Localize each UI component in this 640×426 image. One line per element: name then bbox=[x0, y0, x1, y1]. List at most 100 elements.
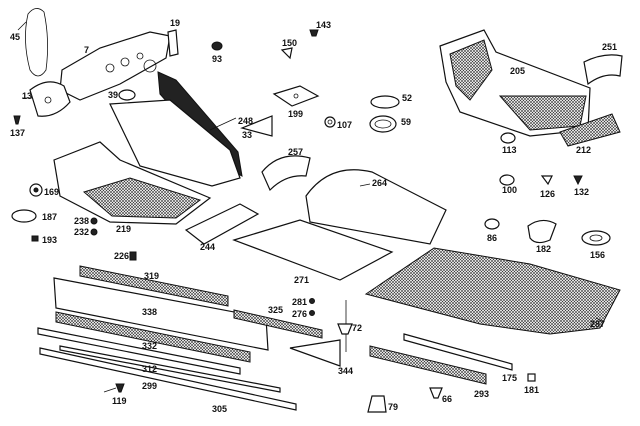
callout-312: 312 bbox=[142, 364, 157, 374]
part-244-panel bbox=[184, 203, 260, 245]
callout-52: 52 bbox=[402, 93, 412, 103]
callout-226: 226 bbox=[114, 251, 129, 261]
part-181-clip bbox=[527, 373, 536, 382]
part-132-clip bbox=[573, 175, 583, 186]
part-281-plug bbox=[309, 298, 315, 304]
callout-193: 193 bbox=[42, 235, 57, 245]
part-39-clip bbox=[118, 89, 136, 101]
part-332-sill-strip bbox=[55, 311, 251, 363]
part-150-clip bbox=[280, 47, 293, 60]
part-156-grommet bbox=[581, 230, 611, 246]
part-107-washer bbox=[324, 116, 336, 128]
part-66-clip bbox=[429, 387, 443, 399]
callout-325: 325 bbox=[268, 305, 283, 315]
part-276-plug bbox=[309, 310, 315, 316]
callout-264: 264 bbox=[372, 178, 387, 188]
callout-299: 299 bbox=[142, 381, 157, 391]
callout-19: 19 bbox=[170, 18, 180, 28]
callout-287: 287 bbox=[590, 319, 605, 329]
callout-100: 100 bbox=[502, 185, 517, 195]
part-93-grommet bbox=[211, 41, 223, 51]
callout-219: 219 bbox=[116, 224, 131, 234]
callout-257: 257 bbox=[288, 147, 303, 157]
part-199-cover-plate bbox=[272, 85, 320, 107]
part-126-screw bbox=[540, 175, 553, 186]
part-59-oval-ring bbox=[369, 115, 397, 133]
callout-205: 205 bbox=[510, 66, 525, 76]
callout-59: 59 bbox=[401, 117, 411, 127]
callout-113: 113 bbox=[502, 145, 517, 155]
callout-86: 86 bbox=[487, 233, 497, 243]
part-187-oval-pad bbox=[11, 209, 37, 223]
callout-271: 271 bbox=[294, 275, 309, 285]
callout-13: 13 bbox=[22, 91, 32, 101]
part-312-sill-rail bbox=[37, 327, 241, 375]
callout-281: 281 bbox=[292, 297, 307, 307]
part-137-fastener bbox=[13, 115, 21, 125]
callout-72: 72 bbox=[352, 323, 362, 333]
part-325-trim-strip bbox=[233, 309, 323, 339]
part-169-grommet bbox=[29, 183, 43, 197]
part-182-ring bbox=[527, 219, 557, 244]
part-175-trim-strip bbox=[403, 333, 513, 371]
part-299-rail bbox=[59, 345, 281, 393]
part-226-bracket bbox=[129, 251, 137, 261]
callout-248: 248 bbox=[238, 116, 253, 126]
part-19-bracket bbox=[167, 29, 179, 57]
callout-143: 143 bbox=[316, 20, 331, 30]
callout-238: 238 bbox=[74, 216, 89, 226]
part-287-rear-carpet bbox=[364, 247, 621, 335]
part-257-cover bbox=[261, 155, 311, 192]
callout-199: 199 bbox=[288, 109, 303, 119]
callout-244: 244 bbox=[200, 242, 215, 252]
part-344-panel bbox=[289, 339, 341, 367]
part-143-screw bbox=[309, 29, 319, 37]
part-100-grommet bbox=[499, 174, 515, 186]
callout-182: 182 bbox=[536, 244, 551, 254]
callout-175: 175 bbox=[502, 373, 517, 383]
callout-45: 45 bbox=[10, 32, 20, 42]
callout-39: 39 bbox=[108, 90, 118, 100]
callout-7: 7 bbox=[84, 45, 89, 55]
callout-251: 251 bbox=[602, 42, 617, 52]
callout-212: 212 bbox=[576, 145, 591, 155]
callout-169: 169 bbox=[44, 187, 59, 197]
part-86-grommet bbox=[484, 218, 500, 230]
leader-lines bbox=[17, 21, 605, 393]
part-205-floor-mat bbox=[439, 29, 591, 137]
callout-labels: 45 7 19 143 150 93 13 39 137 248 199 52 … bbox=[10, 18, 617, 414]
part-72-fastener bbox=[337, 300, 353, 352]
callout-338: 338 bbox=[142, 307, 157, 317]
part-219-front-mat bbox=[53, 141, 212, 225]
part-238-plug bbox=[90, 217, 98, 225]
callout-276: 276 bbox=[292, 309, 307, 319]
callout-132: 132 bbox=[574, 187, 589, 197]
callout-305: 305 bbox=[212, 404, 227, 414]
part-305-rail bbox=[39, 347, 297, 411]
callout-319: 319 bbox=[144, 271, 159, 281]
callout-187: 187 bbox=[42, 212, 57, 222]
callout-150: 150 bbox=[282, 38, 297, 48]
callout-119: 119 bbox=[112, 396, 127, 406]
part-338-sill-panel bbox=[53, 277, 269, 351]
part-113-grommet bbox=[500, 132, 516, 144]
part-271-floor-board bbox=[232, 219, 394, 281]
callout-232: 232 bbox=[74, 227, 89, 237]
callout-181: 181 bbox=[524, 385, 539, 395]
part-232-plug bbox=[90, 228, 98, 236]
callout-156: 156 bbox=[590, 250, 605, 260]
part-251-cover bbox=[583, 54, 623, 86]
callout-137: 137 bbox=[10, 128, 25, 138]
part-319-sill-strip bbox=[79, 265, 229, 307]
part-33-trim-piece bbox=[240, 115, 273, 137]
callout-126: 126 bbox=[540, 189, 555, 199]
callout-79: 79 bbox=[388, 402, 398, 412]
part-13-side-trim bbox=[29, 81, 71, 117]
part-79-cap bbox=[367, 395, 387, 413]
part-193-clip bbox=[31, 235, 39, 242]
part-212-mat-piece bbox=[559, 113, 621, 147]
part-119-clip bbox=[115, 383, 125, 393]
part-45-seal-loop bbox=[25, 8, 48, 77]
callout-66: 66 bbox=[442, 394, 452, 404]
